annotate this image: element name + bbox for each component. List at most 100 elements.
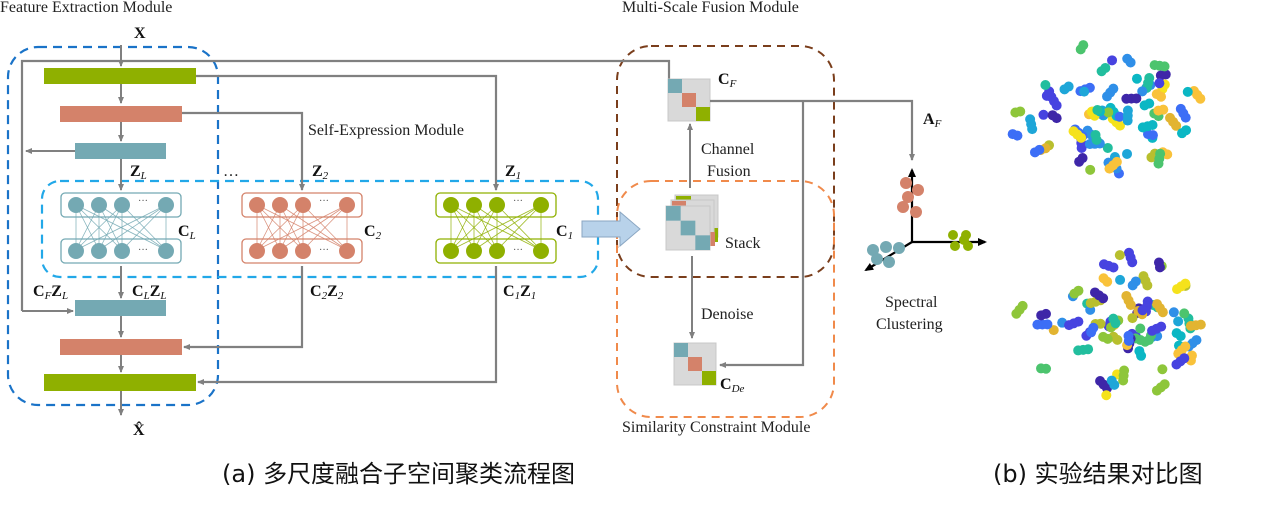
scatter-point: [1102, 276, 1113, 287]
matrix-block-green: [696, 107, 710, 121]
spectral-clustering-plot: [864, 168, 987, 272]
scatter-point: [1107, 55, 1118, 66]
connection-edge: [302, 204, 348, 251]
stack-orange-edge: [672, 201, 686, 206]
z1-line: [196, 74, 499, 191]
connection-edge: [279, 204, 348, 251]
scatter-point: [1173, 316, 1184, 327]
matrix-block-green: [702, 371, 716, 385]
cluster-point: [912, 184, 924, 196]
scatter-point: [1179, 308, 1190, 319]
scatter-point: [1048, 325, 1059, 336]
scatter-point: [1182, 86, 1193, 97]
node-ellipsis: ···: [319, 245, 329, 256]
scatter-point: [1144, 73, 1155, 84]
scatter-point: [1101, 390, 1112, 401]
node: [443, 197, 459, 213]
connection-edge: [75, 204, 167, 251]
cf-to-cde-line: [719, 101, 805, 368]
z1-label: Z1: [505, 163, 521, 182]
node: [339, 197, 355, 213]
connection-edge: [75, 204, 100, 251]
decoder-layer-2: [60, 339, 182, 355]
scatter-point: [1159, 61, 1170, 72]
svg-text:AF: AF: [923, 111, 942, 130]
stacked-matrices: [665, 194, 719, 251]
cl-zl-label: CLZL: [132, 283, 166, 302]
scatter-point: [1075, 44, 1086, 55]
scatter-point: [1122, 148, 1133, 159]
scatter-point: [1123, 330, 1134, 341]
matrix-block-teal: [668, 79, 682, 93]
node: [339, 243, 355, 259]
cf-zl-label: CFZL: [33, 283, 68, 302]
scatter-point: [1122, 105, 1133, 116]
connection-edge: [450, 204, 498, 251]
svg-text:ZL: ZL: [130, 163, 147, 182]
af-label: AF: [923, 111, 942, 130]
cf-feedback-line: [20, 59, 671, 311]
node: [295, 197, 311, 213]
node: [68, 243, 84, 259]
scatter-point: [1137, 86, 1148, 97]
scatter-point: [1142, 280, 1153, 291]
svg-text:CL: CL: [178, 223, 196, 242]
scatter-point: [1104, 163, 1115, 174]
node: [533, 197, 549, 213]
node: [272, 243, 288, 259]
scatter-point: [1110, 318, 1121, 329]
cluster-point: [893, 242, 905, 254]
node: [533, 243, 549, 259]
c2-z2-line: [183, 266, 304, 350]
clustering-label: Clustering: [876, 316, 943, 333]
matrix-block-teal: [666, 206, 681, 221]
self-expression-block-1: ······: [435, 192, 557, 264]
svg-text:CF: CF: [718, 71, 737, 90]
cluster-point: [948, 230, 958, 240]
scatter-point: [1064, 320, 1075, 331]
af-line: [710, 99, 915, 161]
scatter-point: [1186, 350, 1197, 361]
cluster-point: [950, 241, 960, 251]
self-expression-block-L: ······: [60, 192, 182, 264]
scatter-point: [1153, 105, 1164, 116]
cluster-point: [897, 201, 909, 213]
connection-edge: [75, 204, 123, 251]
node-ellipsis: ···: [138, 245, 148, 256]
scatter-point: [1102, 142, 1113, 153]
scatter-point: [1135, 323, 1146, 334]
svg-text:C2: C2: [364, 223, 382, 242]
scatter-point: [1136, 350, 1147, 361]
scatter-point: [1157, 364, 1168, 375]
scatter-point: [1036, 310, 1047, 321]
scatter-point: [1147, 130, 1158, 141]
c1-z1-label: C1Z1: [503, 283, 536, 302]
svg-text:C1Z1: C1Z1: [503, 283, 536, 302]
node: [466, 243, 482, 259]
scatter-point: [1108, 262, 1119, 273]
scatter-point: [1085, 164, 1096, 175]
scatter-point: [1181, 125, 1192, 136]
svg-text:CFZL: CFZL: [33, 283, 68, 302]
scatter-point: [1063, 81, 1074, 92]
cluster-point: [910, 206, 922, 218]
connection-edge: [496, 204, 542, 251]
scatter-point: [1139, 100, 1150, 111]
self-expression-title: Self-Expression Module: [308, 122, 464, 139]
svg-text:CLZL: CLZL: [132, 283, 166, 302]
node: [114, 197, 130, 213]
scatter-point: [1155, 70, 1166, 81]
cl-label: CL: [178, 223, 196, 242]
connection-edge: [121, 204, 167, 251]
stack-label: Stack: [725, 235, 761, 252]
cf-label: CF: [718, 71, 737, 90]
scatter-point: [1068, 126, 1079, 137]
output-x-hat-label: X̂: [133, 421, 145, 439]
scatter-point: [1114, 120, 1125, 131]
similarity-constraint-title: Similarity Constraint Module: [622, 419, 810, 436]
node: [249, 243, 265, 259]
svg-text:Z1: Z1: [505, 163, 521, 182]
cluster-point: [867, 244, 879, 256]
scatter-point: [1092, 105, 1103, 116]
similarity-constraint-boundary: [616, 180, 835, 418]
